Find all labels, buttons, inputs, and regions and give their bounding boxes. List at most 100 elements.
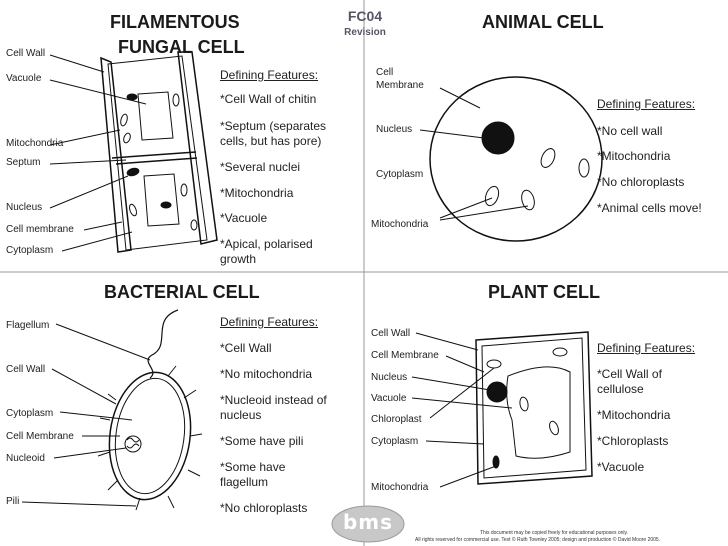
bacterial-cell-membrane — [114, 377, 186, 495]
fungal-nucleus-2 — [126, 167, 140, 177]
fungal-label-cell-wall: Cell Wall — [6, 48, 46, 59]
fungal-feature-4: *Mitochondria — [220, 186, 294, 200]
fungal-title-line2: FUNGAL CELL — [118, 37, 245, 57]
bacterial-label-cytoplasm: Cytoplasm — [6, 408, 54, 419]
plant-nucleus — [486, 381, 508, 403]
bacterial-label-pili: Pili — [6, 496, 20, 507]
plant-title: PLANT CELL — [488, 282, 600, 302]
fungal-label-nucleus: Nucleus — [6, 202, 43, 213]
bms-logo-graphic — [331, 505, 405, 543]
fungal-hypha-drawing — [100, 51, 218, 253]
fungal-mitochondrion-6 — [190, 219, 198, 231]
animal-feature-1: *No cell wall — [597, 124, 663, 138]
document-code: FC04 — [347, 8, 383, 24]
plant-feature-4: *Vacuole — [597, 460, 645, 474]
bacterial-dna-squiggle — [126, 437, 140, 449]
plant-feature-1b: cellulose — [597, 382, 644, 396]
bacterial-feature-4: *Some have pili — [220, 434, 304, 448]
animal-features-heading: Defining Features: — [597, 97, 696, 111]
footer-copy-line2: All rights reserved for commercial use. … — [415, 537, 661, 543]
fungal-feature-5: *Vacuole — [220, 211, 268, 225]
animal-pointer-lines — [419, 87, 529, 221]
fungal-nucleus-1 — [126, 93, 138, 101]
plant-feature-2: *Mitochondria — [597, 408, 671, 422]
document-subtitle: Revision — [344, 27, 386, 38]
plant-label-nucleus: Nucleus — [371, 372, 408, 383]
bacterial-pili — [97, 365, 203, 511]
bacterial-feature-3: *Nucleoid instead of — [220, 393, 327, 407]
plant-mitochondrion — [492, 455, 500, 469]
fungal-title-line1: FILAMENTOUS — [110, 12, 240, 32]
bacterial-label-cell-membrane: Cell Membrane — [6, 431, 74, 442]
animal-nucleus — [481, 121, 515, 155]
footer-copy-line1: This document may be copied freely for e… — [480, 530, 629, 536]
fungal-nucleus-3 — [160, 201, 172, 209]
bacterial-feature-3b: nucleus — [220, 408, 262, 422]
fungal-pointer-lines — [49, 54, 147, 252]
fungal-mitochondrion-4 — [180, 183, 188, 197]
plant-vacuole — [506, 366, 571, 459]
fungal-feature-2: *Septum (separates — [220, 119, 327, 133]
bacterial-title: BACTERIAL CELL — [104, 282, 260, 302]
fungal-feature-6b: growth — [220, 252, 257, 266]
bacterial-pointer-lines — [21, 323, 151, 507]
plant-chloroplast-1 — [486, 359, 502, 369]
fungal-mitochondrion-2 — [123, 132, 131, 144]
plant-label-mitochondria: Mitochondria — [371, 482, 429, 493]
plant-label-vacuole: Vacuole — [371, 393, 407, 404]
plant-label-chloroplast: Chloroplast — [371, 414, 422, 425]
fungal-mitochondrion-3 — [172, 93, 180, 107]
fungal-feature-1: *Cell Wall of chitin — [220, 92, 317, 106]
animal-mitochondrion-3 — [540, 148, 556, 168]
animal-label-cell: Cell — [376, 67, 394, 78]
fungal-label-cytoplasm: Cytoplasm — [6, 245, 54, 256]
plant-feature-1: *Cell Wall of — [597, 367, 662, 381]
animal-mitochondrion-2 — [521, 189, 535, 211]
bacterial-cell-wall — [108, 371, 192, 501]
fungal-label-septum: Septum — [6, 157, 41, 168]
plant-cell-wall — [475, 331, 593, 485]
animal-label-mitochondria: Mitochondria — [371, 219, 429, 230]
animal-title: ANIMAL CELL — [482, 12, 604, 32]
animal-cell-membrane — [429, 76, 603, 242]
fungal-feature-6: *Apical, polarised — [220, 237, 313, 251]
plant-cell-membrane — [481, 337, 587, 479]
animal-cell-drawing — [429, 76, 603, 242]
plant-cell-drawing — [475, 331, 593, 485]
bacterial-cell-drawing — [97, 309, 203, 511]
plant-feature-3: *Chloroplasts — [597, 434, 669, 448]
bacterial-features-heading: Defining Features: — [220, 315, 319, 329]
plant-label-cytoplasm: Cytoplasm — [371, 436, 419, 447]
bacterial-feature-5: *Some have — [220, 460, 286, 474]
plant-chloroplast-2 — [552, 347, 568, 357]
bacterial-label-flagellum: Flagellum — [6, 320, 50, 331]
fungal-label-cell-membrane: Cell membrane — [6, 224, 74, 235]
animal-label-cytoplasm: Cytoplasm — [376, 169, 424, 180]
bacterial-feature-5b: flagellum — [220, 475, 269, 489]
plant-label-cell-wall: Cell Wall — [371, 328, 411, 339]
animal-feature-3: *No chloroplasts — [597, 175, 685, 189]
plant-features-heading: Defining Features: — [597, 341, 696, 355]
bacterial-feature-1: *Cell Wall — [220, 341, 272, 355]
fungal-vacuole-1 — [137, 91, 174, 141]
bms-logo: bms — [342, 510, 394, 534]
plant-chloroplast-3 — [549, 420, 559, 436]
plant-pointer-lines — [411, 332, 513, 488]
bacterial-label-cell-wall: Cell Wall — [6, 364, 46, 375]
fungal-feature-3: *Several nuclei — [220, 160, 301, 174]
bacterial-feature-2: *No mitochondria — [220, 367, 313, 381]
animal-feature-4: *Animal cells move! — [597, 201, 702, 215]
plant-label-cell-membrane: Cell Membrane — [371, 350, 439, 361]
animal-label-nucleus: Nucleus — [376, 124, 413, 135]
bacterial-flagellum — [147, 309, 179, 379]
fungal-right-wall — [177, 51, 218, 245]
plant-chloroplast-4 — [519, 396, 529, 412]
animal-feature-2: *Mitochondria — [597, 149, 671, 163]
fungal-feature-2b: cells, but has pore) — [220, 134, 322, 148]
fungal-cell-membrane — [107, 55, 208, 251]
fungal-mitochondrion-5 — [129, 203, 137, 217]
fungal-septum-2 — [115, 157, 198, 165]
fungal-features-heading: Defining Features: — [220, 68, 319, 82]
animal-label-membrane: Membrane — [376, 80, 424, 91]
